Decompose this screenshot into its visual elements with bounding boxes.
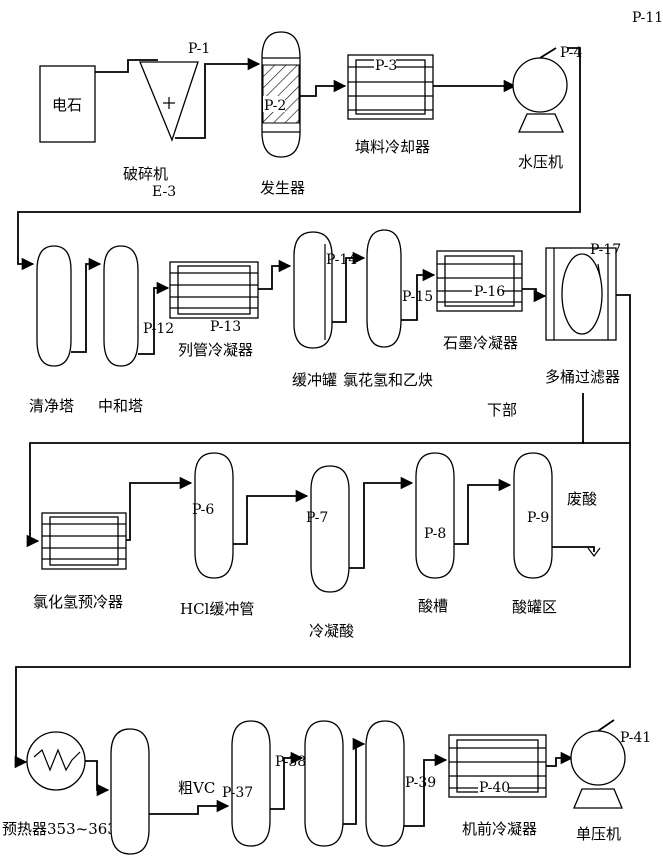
line-precooler-buffer xyxy=(126,476,193,541)
p8-tag: P-8 xyxy=(424,526,446,542)
corner-tag: P-11 xyxy=(632,10,663,26)
cleaning-tower xyxy=(36,245,72,367)
p7-tag: P-7 xyxy=(306,510,328,526)
neutral-tower-label: 中和塔 xyxy=(98,397,143,415)
compressor-label: 单压机 xyxy=(576,825,621,843)
pump-tag: P-4 xyxy=(560,45,582,61)
preheater-label: 预热器353~363K xyxy=(2,820,129,838)
packed-cooler-tag: P-3 xyxy=(375,58,397,74)
line-row3-row4 xyxy=(14,443,631,769)
tube-cooler xyxy=(169,261,259,319)
line-p8-p9 xyxy=(454,478,512,545)
crusher-tag: E-3 xyxy=(152,184,176,200)
line-row1-row2 xyxy=(17,47,581,271)
calcium-carbide-box xyxy=(39,65,96,143)
crusher-label: 破碎机 xyxy=(123,165,168,183)
line-crude-vc xyxy=(149,799,230,815)
graphite-cooler xyxy=(436,250,523,312)
p40-tag: P-40 xyxy=(479,780,510,796)
line-row2-row3 xyxy=(26,393,584,548)
mixer-label: 氯花氢和乙炔 xyxy=(343,371,433,389)
line-p1 xyxy=(175,57,261,139)
p38-tag: P-38 xyxy=(275,754,306,770)
vessel-p39 xyxy=(365,720,405,847)
buffer-tank xyxy=(293,231,333,349)
pump-label: 水压机 xyxy=(518,153,563,171)
generator-label: 发生器 xyxy=(260,179,305,197)
line-clean-neutral xyxy=(71,257,102,353)
line-p12 xyxy=(138,281,170,355)
buffer-tank-label: 缓冲罐 xyxy=(292,371,337,389)
filter-tag: P-17 xyxy=(590,242,621,258)
feed-line xyxy=(95,59,158,73)
graphite-tag-bg xyxy=(472,282,502,298)
condenser-vessel xyxy=(310,465,350,593)
line-graphite-filter xyxy=(522,288,547,303)
packed-cooler-label: 填料冷却器 xyxy=(355,138,430,156)
hcl-buffer-vessel xyxy=(194,452,234,579)
line-waste-acid xyxy=(552,546,595,552)
hcl-buffer-label: HCl缓冲管 xyxy=(180,600,254,618)
graphite-tag: P-16 xyxy=(474,284,505,300)
vessel-p38 xyxy=(304,720,344,847)
line-cooler-compressor xyxy=(546,751,574,767)
packed-cooler xyxy=(347,54,434,120)
p12-tag: P-12 xyxy=(143,321,174,337)
calcium-carbide-label: 电石 xyxy=(52,96,82,114)
graphite-label: 石墨冷凝器 xyxy=(443,334,518,352)
line-p15 xyxy=(401,268,436,321)
condensed-acid-label: 冷凝酸 xyxy=(309,622,354,640)
pre-compressor-label: 机前冷凝器 xyxy=(462,820,537,838)
p40-tag-bg xyxy=(478,779,508,795)
p1-tag: P-1 xyxy=(188,41,210,57)
p14-tag: P-14 xyxy=(326,252,357,268)
line-p7-p8 xyxy=(349,476,414,569)
tube-cooler-tag: P-13 xyxy=(210,319,241,335)
acid-area-label: 酸罐区 xyxy=(512,598,557,616)
crusher xyxy=(139,61,199,142)
line-p38-p39 xyxy=(343,737,366,825)
filter-label: 多桶过滤器 xyxy=(545,368,620,386)
vessel-p37 xyxy=(231,720,271,847)
p39-tag: P-39 xyxy=(405,775,436,791)
compressor xyxy=(570,719,626,809)
packed-cooler-tag-bg xyxy=(374,58,396,72)
crude-vc-label: 粗VC xyxy=(178,779,215,797)
compressor-tag: P-41 xyxy=(620,730,651,746)
hcl-precooler-label: 氯化氢预冷器 xyxy=(33,593,123,611)
hcl-precooler xyxy=(41,512,127,570)
acid-tank-label: 酸槽 xyxy=(418,597,448,615)
p9-tag: P-9 xyxy=(527,510,549,526)
line-preheater-reactor xyxy=(85,760,110,797)
p6-tag: P-6 xyxy=(192,502,214,518)
reactor-1 xyxy=(110,728,150,855)
line-p39-p40 xyxy=(404,753,448,827)
line-p14 xyxy=(332,251,366,323)
tube-cooler-label: 列管冷凝器 xyxy=(178,341,253,359)
generator-tag: P-2 xyxy=(264,98,286,114)
line-p6-p7 xyxy=(233,489,309,545)
p15-tag: P-15 xyxy=(402,289,433,305)
waste-arrow-icon xyxy=(587,547,601,557)
line-p37-p38 xyxy=(270,751,304,810)
bottom-label: 下部 xyxy=(487,401,517,419)
generator-tag-bg xyxy=(263,96,285,112)
acid-area-vessel xyxy=(513,452,553,579)
line-generator-cooler xyxy=(300,79,347,97)
preheater xyxy=(26,731,86,791)
acid-tank-vessel xyxy=(415,452,455,579)
water-pump xyxy=(512,47,568,133)
neutral-tower xyxy=(103,245,139,367)
waste-acid-label: 废酸 xyxy=(567,490,597,508)
multi-barrel-filter xyxy=(545,247,617,341)
mixer-vessel xyxy=(366,229,402,348)
cleaning-tower-label: 清净塔 xyxy=(29,397,74,415)
generator-vessel xyxy=(261,31,301,158)
line-cooler-buffer xyxy=(258,259,292,290)
p37-tag: P-37 xyxy=(222,785,253,801)
pre-compressor-cooler xyxy=(448,734,547,798)
